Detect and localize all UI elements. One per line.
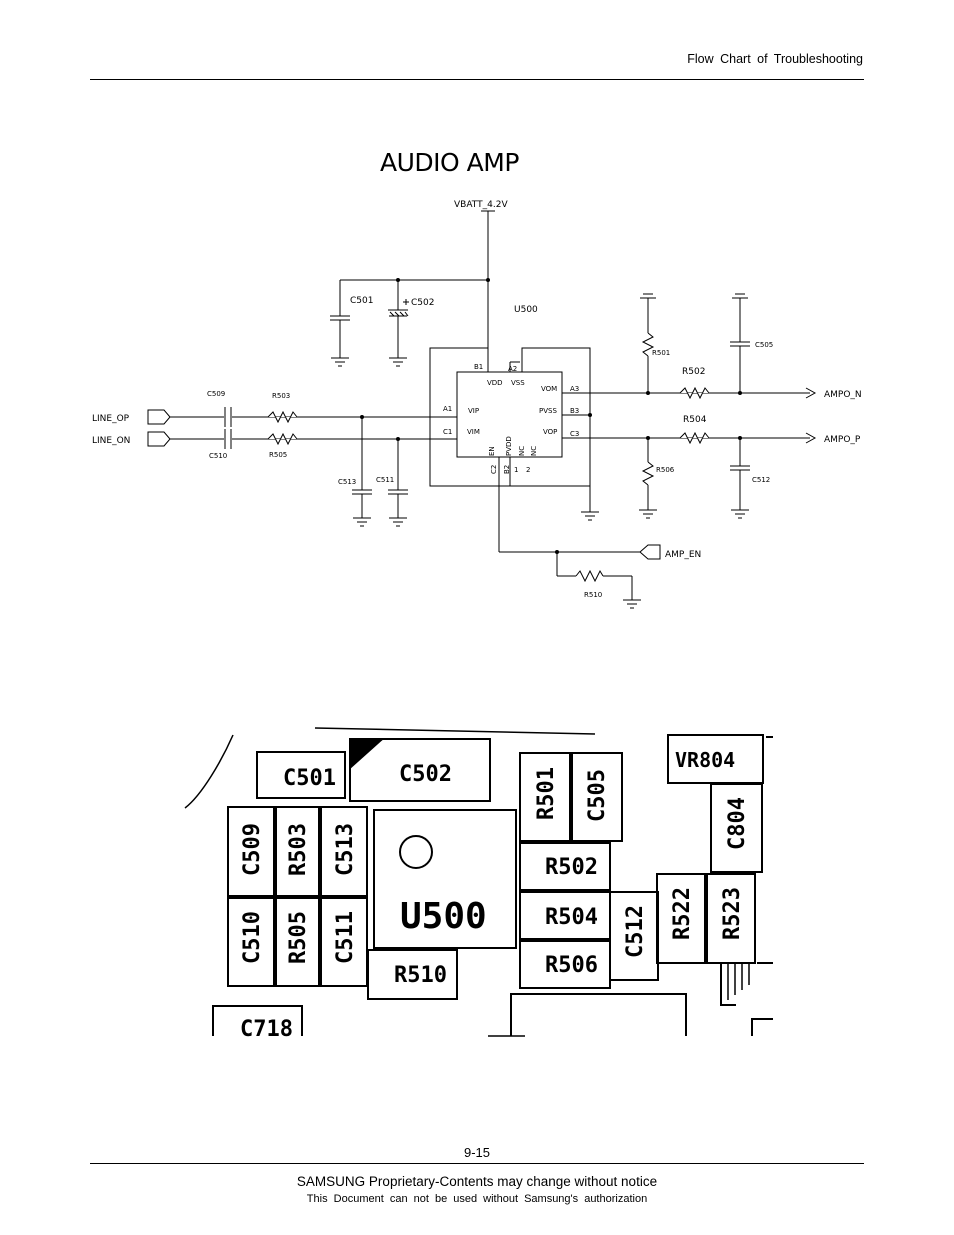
- footer-authorization: This Document can not be used without Sa…: [306, 1193, 648, 1205]
- pin-num-1: 1: [514, 466, 518, 474]
- pcb-label-r510: R510: [394, 963, 447, 988]
- label-r506: R506: [656, 466, 675, 474]
- pcb-label-r501: R501: [534, 767, 559, 820]
- label-c513: C513: [338, 478, 356, 486]
- label-r510: R510: [584, 591, 602, 599]
- pcb-label-c513: C513: [333, 823, 358, 876]
- pcb-label-vr804: VR804: [675, 748, 735, 772]
- pin-vom: VOM: [541, 385, 557, 393]
- net-ampo-p: AMPO_P: [824, 435, 861, 445]
- pin-en: EN: [488, 446, 496, 456]
- pcb-label-r503: R503: [286, 823, 311, 876]
- pcb-label-c502: C502: [399, 762, 452, 787]
- pin-a1: A1: [443, 405, 452, 413]
- pin-vop: VOP: [543, 428, 557, 436]
- pin-c1: C1: [443, 428, 452, 436]
- label-c502: C502: [411, 298, 434, 308]
- audio-amp-schematic: VBATT_4.2V U500 C501 C502 C505 C509 C510…: [92, 200, 862, 609]
- pin-c3: C3: [570, 430, 579, 438]
- pin-vip: VIP: [468, 407, 479, 415]
- net-line-op: LINE_OP: [92, 414, 130, 424]
- label-c505: C505: [755, 341, 773, 349]
- pin-c2: C2: [490, 465, 498, 474]
- pcb-label-c804: C804: [725, 797, 750, 850]
- label-r505: R505: [269, 451, 287, 459]
- pin-pvss: PVSS: [539, 407, 557, 415]
- label-c510: C510: [209, 452, 227, 460]
- pin-vdd: VDD: [487, 379, 503, 387]
- footer-notice: SAMSUNG Proprietary-Contents may change …: [296, 1174, 658, 1189]
- pin-a3: A3: [570, 385, 579, 393]
- pcb-label-r523: R523: [720, 887, 745, 940]
- footer-rule: [90, 1163, 864, 1164]
- pcb-label-c510: C510: [240, 911, 265, 964]
- label-c501: C501: [350, 296, 373, 306]
- pcb-label-r502: R502: [545, 855, 598, 880]
- pcb-label-c718: C718: [240, 1017, 293, 1042]
- header-rule: [90, 79, 864, 80]
- label-r502: R502: [682, 367, 705, 377]
- pcb-label-c501: C501: [283, 766, 336, 791]
- pcb-label-r505: R505: [286, 911, 311, 964]
- label-c509: C509: [207, 390, 225, 398]
- pin-b3: B3: [570, 407, 579, 415]
- ic-designator: U500: [514, 305, 538, 315]
- net-amp-en: AMP_EN: [665, 550, 701, 560]
- pcb-label-r504: R504: [545, 905, 598, 930]
- net-line-on: LINE_ON: [92, 436, 130, 446]
- pin-vss: VSS: [511, 379, 525, 387]
- pin-nc-2: NC: [530, 446, 538, 456]
- label-r504: R504: [683, 415, 707, 425]
- pcb-label-r506: R506: [545, 953, 598, 978]
- label-r503: R503: [272, 392, 290, 400]
- net-ampo-n: AMPO_N: [824, 390, 862, 400]
- page-title: AUDIO AMP: [380, 148, 519, 177]
- pcb-label-u500: U500: [400, 896, 487, 937]
- pcb-label-c505: C505: [585, 769, 610, 822]
- pin-b1: B1: [474, 363, 483, 371]
- supply-label: VBATT_4.2V: [454, 200, 508, 210]
- pin-a2: A2: [508, 365, 517, 373]
- pin-nc-1: NC: [518, 446, 526, 456]
- pcb-label-c511: C511: [333, 911, 358, 964]
- pin-b2: B2: [503, 465, 511, 474]
- pcb-label-c509: C509: [240, 823, 265, 876]
- pin-pvdd: PVDD: [505, 436, 513, 456]
- label-c512: C512: [752, 476, 770, 484]
- label-c511: C511: [376, 476, 394, 484]
- pin-num-2: 2: [526, 466, 530, 474]
- page-number: 9-15: [463, 1145, 491, 1160]
- pcb-label-r522: R522: [670, 887, 695, 940]
- pin-vim: VIM: [467, 428, 480, 436]
- pcb-label-c512: C512: [623, 905, 648, 958]
- label-r501: R501: [652, 349, 670, 357]
- header-section-title: Flow Chart of Troubleshooting: [687, 52, 863, 66]
